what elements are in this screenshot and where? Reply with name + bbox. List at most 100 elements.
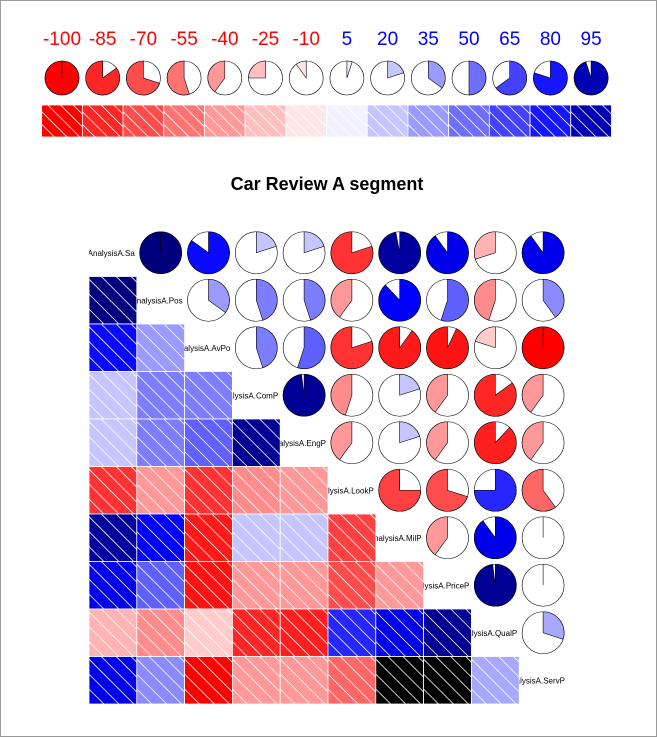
legend-label: -55 <box>170 29 197 50</box>
shade-cell-fill <box>88 561 138 610</box>
shade-cell-hatch <box>327 658 374 705</box>
variable-label: CarReviewAnalysisA.QualP <box>418 629 517 638</box>
pie-cell-slice <box>474 231 496 260</box>
legend-shade-hatch <box>489 124 503 138</box>
shade-cell-hatch <box>184 578 215 610</box>
shade-cell-hatch <box>148 608 185 645</box>
legend-shade-hatch <box>576 104 610 138</box>
pie-cell-slice <box>378 468 422 512</box>
shade-cell-fill <box>136 323 186 372</box>
pie-cell-slice <box>399 373 421 396</box>
legend-shade <box>122 104 165 138</box>
shade-cell-hatch <box>178 371 185 378</box>
shade-cell-hatch <box>307 656 329 678</box>
pie-cell-slice <box>440 278 469 322</box>
shade-cell-hatch <box>226 608 233 615</box>
pie-cell-slice <box>474 373 517 417</box>
pie-cell <box>473 373 517 417</box>
pie-cell-slice <box>521 421 544 461</box>
legend-shade-hatch <box>602 104 612 115</box>
shade-cell-fill <box>470 656 520 705</box>
legend-shade-hatch <box>439 104 449 115</box>
pie-cell <box>521 373 565 417</box>
shade-cell <box>184 608 233 657</box>
shade-cell-hatch <box>354 656 377 678</box>
pie-cell-slice <box>330 278 353 318</box>
shade-cell-hatch <box>259 418 281 440</box>
shade-cell-hatch <box>232 641 248 657</box>
shade-cell-hatch <box>375 688 391 705</box>
legend-shade-hatch <box>276 104 287 115</box>
pie-cell <box>187 231 230 275</box>
legend-label: 35 <box>418 29 439 50</box>
shade-cell-fill <box>423 608 472 657</box>
pie-cell-slice <box>282 373 326 417</box>
shade-cell <box>231 466 281 515</box>
shade-cell-hatch <box>327 611 374 657</box>
shade-cell-fill <box>375 656 424 705</box>
shade-cell-fill <box>184 656 233 705</box>
pie-cell-slice <box>303 278 326 321</box>
shade-cell-hatch <box>307 513 329 535</box>
shade-cell-fill <box>423 656 472 705</box>
shade-cell-hatch <box>88 531 120 562</box>
legend-shade-hatch <box>317 104 327 115</box>
pie-cell <box>473 231 517 275</box>
pie-cell-slice <box>399 421 421 444</box>
shade-cell-hatch <box>136 658 182 705</box>
shade-cell-hatch <box>88 673 120 705</box>
legend-shade-hatch <box>244 111 271 138</box>
shade-cell-hatch <box>402 656 424 678</box>
pie-cell-slice <box>473 468 517 512</box>
shade-cell <box>184 656 233 705</box>
pie-cell <box>378 326 422 370</box>
pie-cell-slice <box>187 231 230 275</box>
pie-cell <box>378 278 422 322</box>
shade-cell-hatch <box>115 418 138 440</box>
shade-cell-hatch <box>471 688 487 705</box>
legend-pie-slice <box>387 60 405 79</box>
shade-cell <box>184 513 233 562</box>
legend-shade-hatch <box>561 104 572 115</box>
shade-cell-hatch <box>450 656 472 678</box>
shade-cell-hatch <box>184 483 215 515</box>
legend-shade-hatch <box>163 124 177 138</box>
legend-pie <box>207 60 243 96</box>
shade-cell <box>327 608 377 657</box>
pie-cell-slice <box>474 516 517 560</box>
pie-cell <box>378 468 422 512</box>
shade-cell-hatch <box>163 466 185 488</box>
shade-cell-hatch <box>148 323 185 360</box>
shade-cell-hatch <box>88 641 105 657</box>
shade-cell-hatch <box>244 513 281 550</box>
legend-shade-hatch <box>41 124 55 138</box>
shade-cell-hatch <box>211 418 233 440</box>
legend-pie <box>492 60 528 96</box>
shade-cell-hatch <box>101 608 138 645</box>
shade-cell-hatch <box>483 656 520 693</box>
shade-cell-hatch <box>136 578 167 610</box>
pie-cell <box>521 231 565 275</box>
pie-cell-slice <box>474 278 496 321</box>
shade-cell-hatch <box>232 688 248 705</box>
pie-cell-slice <box>256 326 278 369</box>
shade-cell <box>231 656 281 705</box>
shade-cell-hatch <box>163 513 185 535</box>
pie-cell-slice <box>521 373 544 413</box>
shade-cell-hatch <box>375 658 421 705</box>
shade-cell-hatch <box>184 451 200 467</box>
shade-cell <box>136 656 186 705</box>
shade-cell-hatch <box>232 516 278 562</box>
shade-cell <box>88 608 138 657</box>
shade-cell-hatch <box>465 608 472 615</box>
variable-label: CarReviewAnalysisA.EngP <box>230 439 326 448</box>
shade-cell-fill <box>136 608 186 657</box>
pie-cell-slice <box>378 326 421 370</box>
pie-cell <box>521 326 565 370</box>
shade-cell-fill <box>136 418 186 467</box>
shade-cell-hatch <box>196 466 233 503</box>
shade-cell-fill <box>279 466 329 515</box>
shade-cell-hatch <box>184 468 230 515</box>
